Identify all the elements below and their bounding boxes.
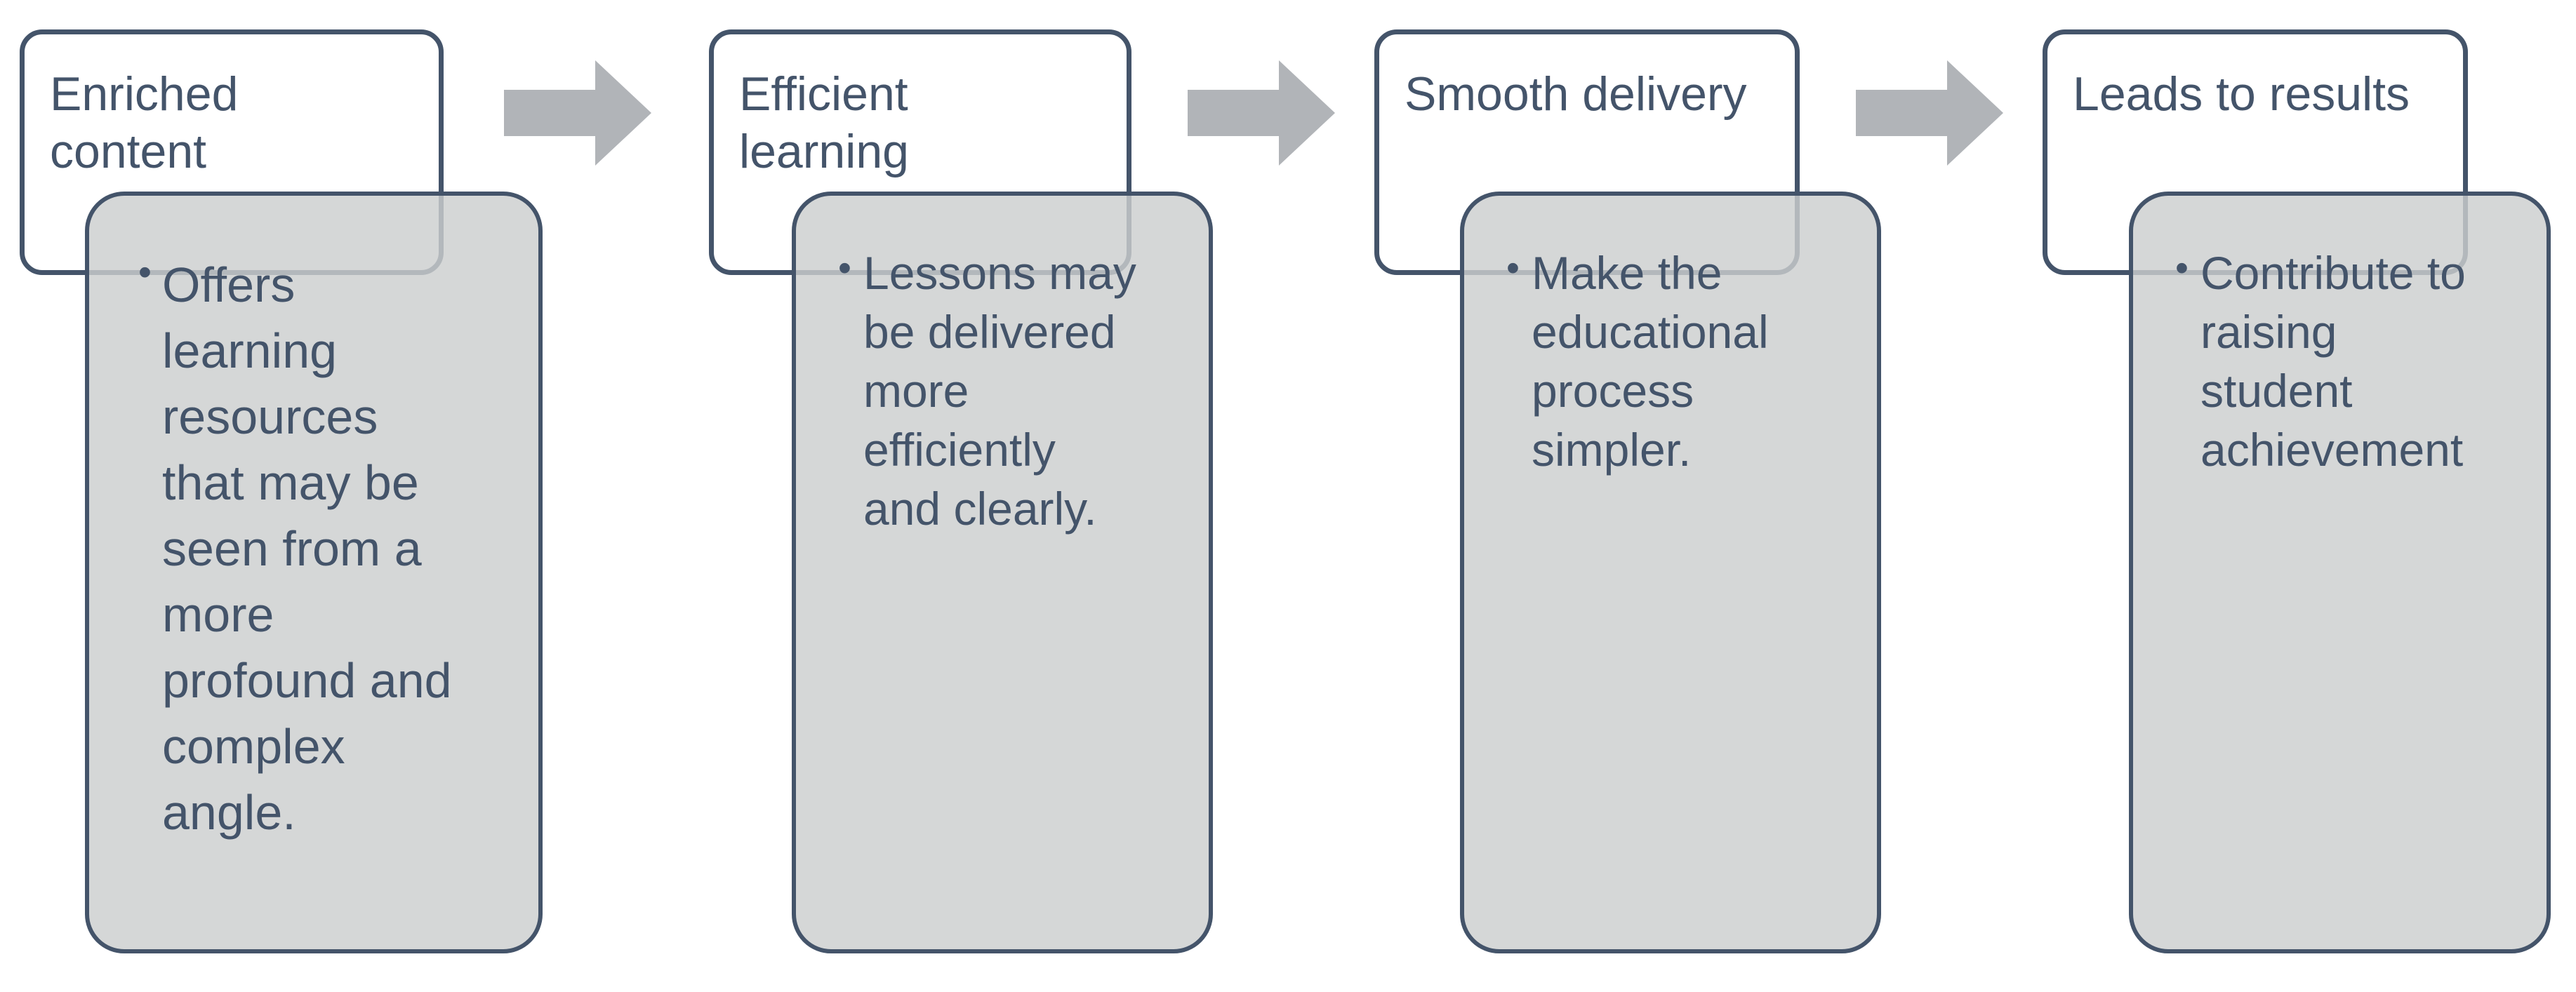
step-3-title: Smooth delivery: [1405, 67, 1747, 121]
step-2: Efficient learning • Lessons may be deli…: [709, 0, 1221, 992]
step-1-bullet-text: Offers learning resources that may be se…: [162, 257, 452, 840]
step-4-bullet-dot: •: [2175, 247, 2189, 289]
right-arrow-icon: [504, 60, 651, 166]
right-arrow-icon: [1188, 60, 1335, 166]
step-1: Enriched content • Offers learning resou…: [20, 0, 553, 992]
step-3: Smooth delivery • Make the educational p…: [1374, 0, 1887, 992]
step-4: Leads to results • Contribute to raising…: [2043, 0, 2562, 992]
step-3-bullet-text: Make the educational process simpler.: [1532, 247, 1769, 476]
step-1-bullet-dot: •: [138, 251, 152, 293]
step-1-detail-box: • Offers learning resources that may be …: [85, 192, 543, 953]
step-3-bullet-dot: •: [1506, 247, 1520, 289]
step-2-bullet-text: Lessons may be delivered more efficientl…: [863, 247, 1136, 535]
step-1-title: Enriched content: [50, 67, 239, 178]
step-4-title: Leads to results: [2073, 67, 2410, 121]
step-2-bullet-dot: •: [838, 247, 851, 289]
step-3-detail-box: • Make the educational process simpler.: [1460, 192, 1881, 953]
right-arrow-icon: [1856, 60, 2003, 166]
step-4-bullet-text: Contribute to raising student achievemen…: [2200, 247, 2466, 476]
step-4-detail-box: • Contribute to raising student achievem…: [2129, 192, 2551, 953]
step-2-detail-box: • Lessons may be delivered more efficien…: [792, 192, 1213, 953]
step-2-title: Efficient learning: [739, 67, 909, 178]
